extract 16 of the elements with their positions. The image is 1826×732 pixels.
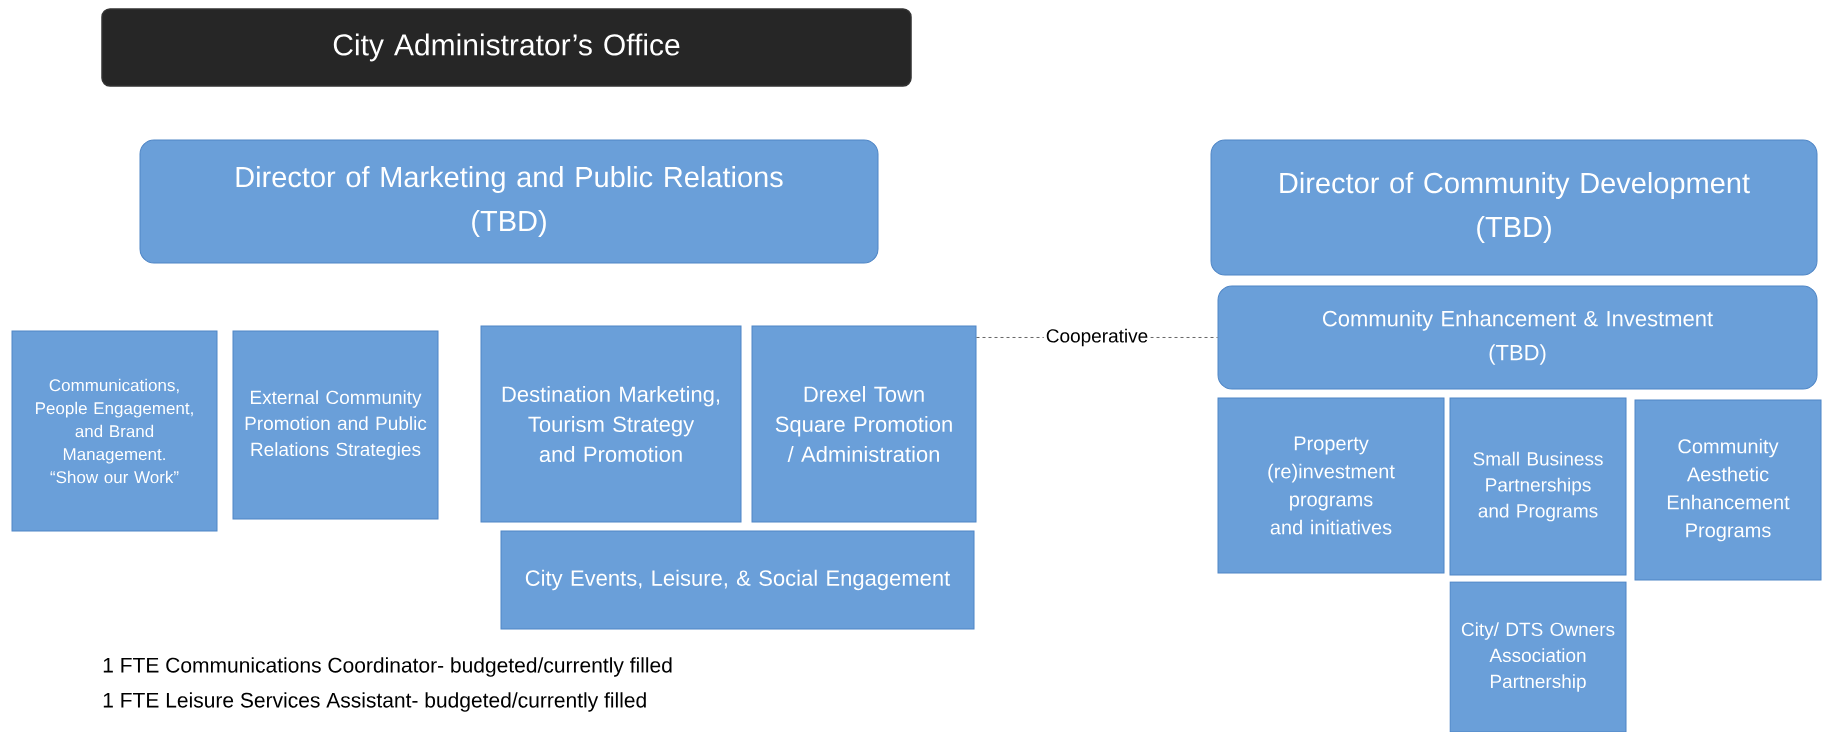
unit-box: City/ DTS Owners Association Partnership <box>1449 581 1627 732</box>
director-box: Community Enhancement & Investment (TBD) <box>1217 285 1818 390</box>
unit-box: Community Aesthetic Enhancement Programs <box>1634 399 1822 581</box>
staffing-note: 1 FTE Communications Coordinator- budgeted/currently filled <box>103 657 672 677</box>
director-box: Director of Community Development (TBD) <box>1210 139 1818 276</box>
unit-box: Drexel Town Square Promotion / Administration <box>751 325 977 523</box>
unit-box: Destination Marketing, Tourism Strategy and Promotion <box>480 325 742 523</box>
unit-box: City Events, Leisure, & Social Engagement <box>500 530 975 630</box>
unit-box: Property (re)investment programs and initiatives <box>1217 397 1445 574</box>
edge-label: Cooperative <box>1046 328 1148 347</box>
director-box: Director of Marketing and Public Relations (TBD) <box>139 139 879 264</box>
unit-box: External Community Promotion and Public Relations Strategies <box>232 330 439 520</box>
header-box: City Administrator’s Office <box>101 8 912 87</box>
staffing-note: 1 FTE Leisure Services Assistant- budgeted/currently filled <box>103 692 646 712</box>
unit-box: Small Business Partnerships and Programs <box>1449 397 1627 576</box>
unit-box: Communications, People Engagement, and Brand Management. “Show our Work” <box>11 330 218 532</box>
